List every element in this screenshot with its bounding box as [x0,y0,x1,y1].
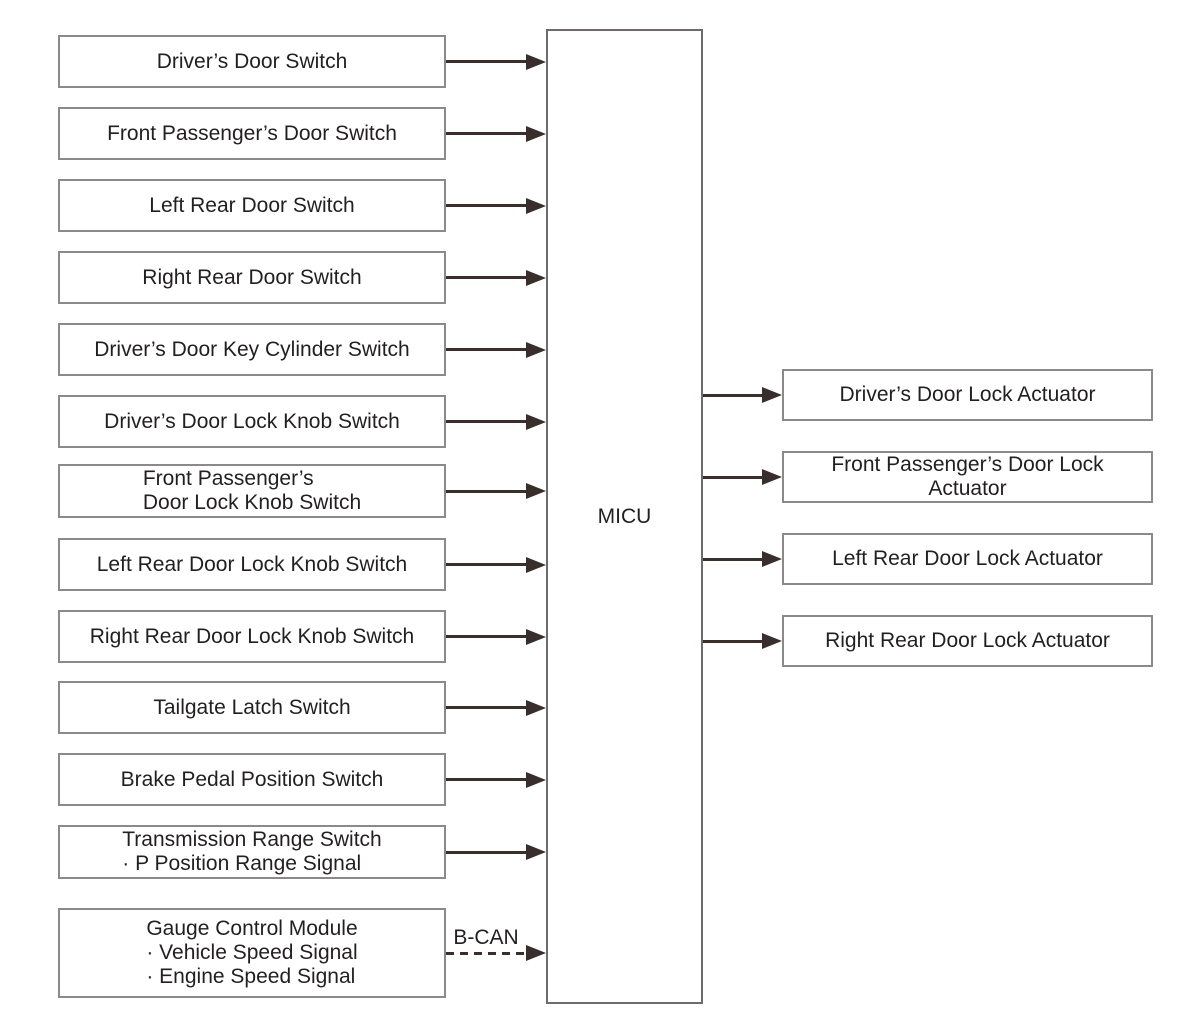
label-line: Driver’s Door Key Cylinder Switch [94,337,410,361]
input-box-left-rear-door-switch: Left Rear Door Switch [58,179,446,232]
output-arrow-right-rear-door-lock-actuator-head [762,633,782,649]
output-arrow-right-rear-door-lock-actuator [703,639,764,643]
input-box-driver-s-door-key-cylinder-switch: Driver’s Door Key Cylinder Switch [58,323,446,376]
output-arrow-left-rear-door-lock-actuator-head [762,551,782,567]
output-box-right-rear-door-lock-actuator-label: Right Rear Door Lock Actuator [819,629,1116,653]
label-line: · Engine Speed Signal [146,965,356,988]
label-line: Left Rear Door Lock Knob Switch [96,552,408,576]
label-line: Front Passenger’s [142,467,314,490]
input-arrow-tailgate-latch-switch [446,706,528,709]
micu-box: MICU [546,29,703,1004]
input-box-driver-s-door-key-cylinder-switch-label: Driver’s Door Key Cylinder Switch [88,338,415,362]
label-line: Driver’s Door Lock Knob Switch [104,409,400,433]
input-box-brake-pedal-position-switch: Brake Pedal Position Switch [58,753,446,806]
output-arrow-front-passenger-s-door-lock-actuator [703,475,764,479]
input-box-transmission-range-switch-label: Transmission Range Switch· P Position Ra… [116,828,388,876]
input-arrow-brake-pedal-position-switch [446,778,528,781]
input-arrow-front-passenger-s-door-switch [446,132,528,135]
label-line: Right Rear Door Switch [142,265,362,289]
output-box-driver-s-door-lock-actuator: Driver’s Door Lock Actuator [782,369,1153,421]
output-box-front-passenger-s-door-lock-actuator: Front Passenger’s Door Lock Actuator [782,451,1153,503]
output-box-front-passenger-s-door-lock-actuator-label: Front Passenger’s Door Lock Actuator [784,453,1151,501]
input-box-left-rear-door-switch-label: Left Rear Door Switch [143,194,360,218]
micu-label: MICU [597,504,652,528]
label-line: Transmission Range Switch [122,828,382,851]
label-line: Left Rear Door Switch [149,193,355,217]
input-box-driver-s-door-switch: Driver’s Door Switch [58,35,446,88]
input-box-driver-s-door-lock-knob-switch: Driver’s Door Lock Knob Switch [58,395,446,448]
label-line: Front Passenger’s Door Switch [107,121,397,145]
input-arrow-driver-s-door-lock-knob-switch-head [526,413,546,430]
input-box-gauge-control-module: Gauge Control Module· Vehicle Speed Sign… [58,908,446,998]
label-line: Gauge Control Module [146,917,358,940]
input-box-driver-s-door-lock-knob-switch-label: Driver’s Door Lock Knob Switch [98,410,406,434]
input-arrow-right-rear-door-switch [446,276,528,279]
input-arrow-right-rear-door-lock-knob-switch-head [526,628,546,645]
input-box-right-rear-door-switch-label: Right Rear Door Switch [136,266,367,290]
label-line: Left Rear Door Lock Actuator [832,547,1103,570]
input-box-tailgate-latch-switch: Tailgate Latch Switch [58,681,446,734]
input-arrow-transmission-range-switch-head [526,844,546,860]
input-arrow-driver-s-door-key-cylinder-switch-head [526,341,546,358]
output-arrow-driver-s-door-lock-actuator [703,393,764,397]
output-box-left-rear-door-lock-actuator: Left Rear Door Lock Actuator [782,533,1153,585]
label-line: Right Rear Door Lock Knob Switch [89,624,415,648]
input-box-gauge-control-module-label: Gauge Control Module· Vehicle Speed Sign… [140,917,363,989]
label-line: Tailgate Latch Switch [153,695,351,719]
output-box-driver-s-door-lock-actuator-label: Driver’s Door Lock Actuator [834,383,1102,407]
input-arrow-right-rear-door-lock-knob-switch [446,635,528,638]
output-arrow-left-rear-door-lock-actuator [703,557,764,561]
input-arrow-driver-s-door-switch-head [526,53,546,70]
output-box-left-rear-door-lock-actuator-label: Left Rear Door Lock Actuator [826,547,1109,571]
label-line: Driver’s Door Switch [156,49,348,73]
input-box-transmission-range-switch: Transmission Range Switch· P Position Ra… [58,825,446,879]
input-box-right-rear-door-lock-knob-switch-label: Right Rear Door Lock Knob Switch [84,625,421,649]
input-arrow-left-rear-door-lock-knob-switch-head [526,556,546,573]
input-box-brake-pedal-position-switch-label: Brake Pedal Position Switch [115,768,390,792]
input-arrow-transmission-range-switch [446,850,528,854]
output-arrow-front-passenger-s-door-lock-actuator-head [762,469,782,485]
label-line: Door Lock Knob Switch [142,491,362,514]
input-arrow-right-rear-door-switch-head [526,269,546,286]
input-box-left-rear-door-lock-knob-switch: Left Rear Door Lock Knob Switch [58,538,446,591]
label-line: Right Rear Door Lock Actuator [825,629,1110,652]
bcan-bus-label: B-CAN [453,926,519,949]
input-arrow-brake-pedal-position-switch-head [526,771,546,788]
input-arrow-left-rear-door-switch-head [526,197,546,214]
label-line: Brake Pedal Position Switch [120,767,384,791]
input-arrow-driver-s-door-switch [446,60,528,63]
input-arrow-driver-s-door-lock-knob-switch [446,420,528,423]
input-arrow-driver-s-door-key-cylinder-switch [446,348,528,351]
label-line: Driver’s Door Lock Actuator [839,383,1096,406]
input-arrow-left-rear-door-switch [446,204,528,207]
input-arrow-left-rear-door-lock-knob-switch [446,563,528,566]
label-line: · P Position Range Signal [122,852,362,875]
output-box-right-rear-door-lock-actuator: Right Rear Door Lock Actuator [782,615,1153,667]
input-box-driver-s-door-switch-label: Driver’s Door Switch [151,50,354,74]
input-arrow-tailgate-latch-switch-head [526,699,546,716]
input-arrow-front-passenger-s-door-switch-head [526,125,546,142]
label-line: Front Passenger’s Door Lock Actuator [831,453,1104,500]
input-box-right-rear-door-switch: Right Rear Door Switch [58,251,446,304]
input-arrow-gauge-control-module-head [526,945,546,961]
input-arrow-gauge-control-module [446,951,528,955]
input-box-tailgate-latch-switch-label: Tailgate Latch Switch [147,696,356,720]
input-arrow-front-passenger-s-head [526,483,546,499]
output-arrow-driver-s-door-lock-actuator-head [762,387,782,403]
label-line: · Vehicle Speed Signal [146,941,358,964]
input-box-left-rear-door-lock-knob-switch-label: Left Rear Door Lock Knob Switch [91,553,414,577]
input-box-front-passenger-s-door-switch: Front Passenger’s Door Switch [58,107,446,160]
input-arrow-front-passenger-s [446,489,528,493]
input-box-front-passenger-s-door-switch-label: Front Passenger’s Door Switch [101,122,403,146]
input-box-right-rear-door-lock-knob-switch: Right Rear Door Lock Knob Switch [58,610,446,663]
